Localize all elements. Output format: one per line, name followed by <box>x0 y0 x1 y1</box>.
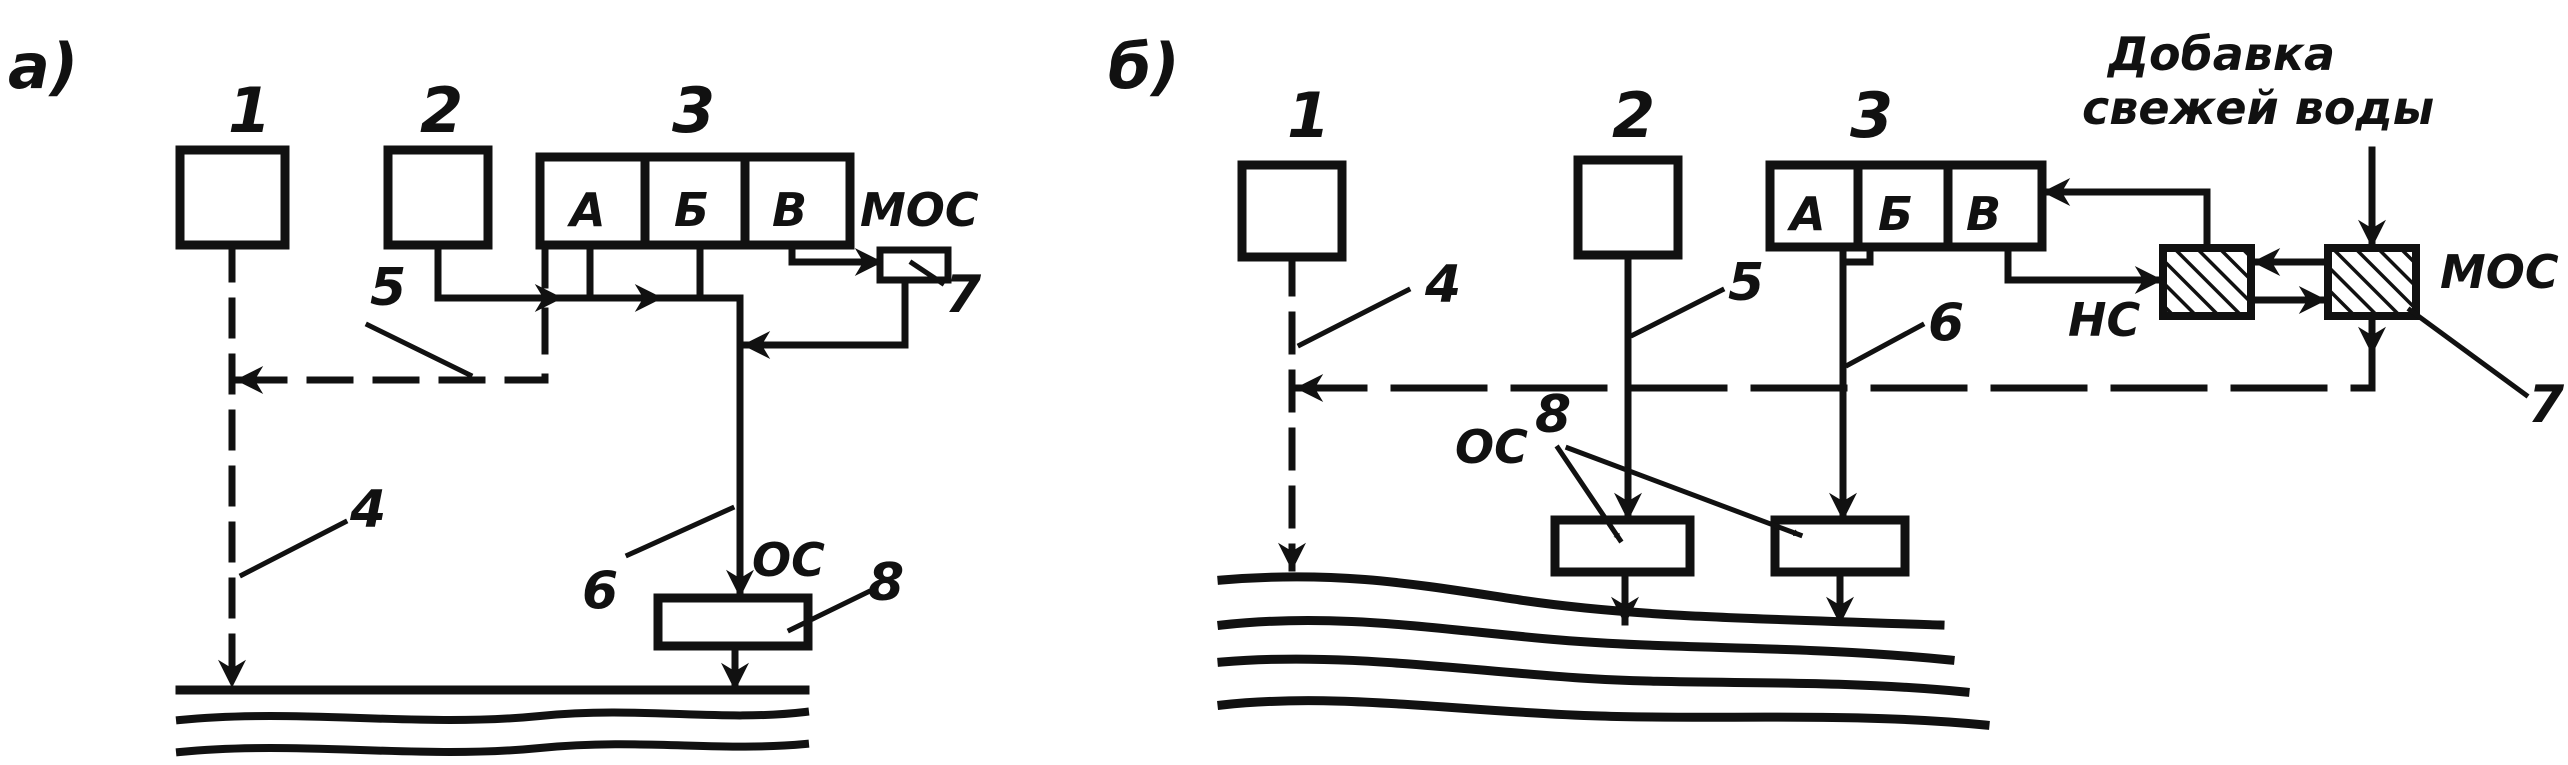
leader-8-b <box>1564 444 1804 539</box>
mos-unit-7 <box>2324 244 2420 320</box>
leader-7 <box>2406 306 2530 399</box>
unit-v: В <box>1966 187 2001 241</box>
leader-8 <box>786 588 872 634</box>
mos-label: МОС <box>2440 245 2559 299</box>
label-5: 5 <box>1728 253 1764 313</box>
line-to-mos <box>788 241 884 276</box>
leader-4 <box>1296 286 1412 349</box>
return-line-5 <box>266 241 549 384</box>
mos-return <box>741 276 909 359</box>
label-1: 1 <box>1287 79 1330 152</box>
source-2-box <box>1573 155 1683 260</box>
os-treatment-8 <box>653 593 813 651</box>
source-3-box <box>535 152 855 250</box>
ns-label: НС <box>2068 293 2140 347</box>
leader-4 <box>238 518 349 579</box>
panel-a-label: а) <box>8 30 78 103</box>
leader-5 <box>1629 286 1726 339</box>
label-3: 3 <box>672 74 715 147</box>
label-6: 6 <box>582 561 618 621</box>
os-label: ОС <box>1455 420 1528 474</box>
source-2-box <box>383 145 493 250</box>
unit-b: Б <box>674 183 709 237</box>
leader-6 <box>1844 321 1926 369</box>
os-label: ОС <box>752 533 825 587</box>
line-to-ns <box>2004 243 2164 294</box>
leader-7 <box>908 259 946 287</box>
label-2: 2 <box>420 74 463 147</box>
main-line-6 <box>656 294 754 599</box>
unit-v: В <box>772 183 807 237</box>
label-3: 3 <box>1850 79 1893 152</box>
water-body-a <box>175 685 810 757</box>
label-7: 7 <box>2528 375 2565 435</box>
label-4: 4 <box>349 480 386 540</box>
collector-from-2 <box>434 241 564 312</box>
panel-b-label: б) <box>1108 30 1180 103</box>
label-8: 8 <box>1535 385 1571 445</box>
leader-5 <box>364 321 474 379</box>
leader-6 <box>624 504 736 559</box>
panel-a: а) 1 2 3 5 4 7 6 8 МОС ОС А Б В <box>8 30 982 757</box>
unit-b: Б <box>1878 187 1913 241</box>
unit-a: А <box>1787 187 1826 241</box>
os-treatment-b <box>1770 515 1910 577</box>
ns-return-to-v <box>2041 178 2211 252</box>
water-body-b <box>1217 572 1990 730</box>
fresh-water-label-line2: свежей воды <box>2082 81 2434 135</box>
mos-label: МОС <box>860 183 979 237</box>
unit-a: А <box>567 183 606 237</box>
source-1-box <box>175 145 290 250</box>
source-3-box <box>1765 160 2047 252</box>
label-8: 8 <box>868 553 904 613</box>
leader-8-a <box>1554 444 1624 544</box>
os-treatment-a <box>1550 515 1695 577</box>
label-1: 1 <box>228 74 271 147</box>
source-1-box <box>1237 160 1347 262</box>
ns-unit <box>2159 244 2255 320</box>
label-4: 4 <box>1424 255 1461 315</box>
label-6: 6 <box>1928 293 1964 353</box>
drop-b <box>1839 243 1874 266</box>
fresh-water-label-line1: Добавка <box>2106 27 2335 81</box>
panel-b: б) 1 2 3 4 5 6 8 7 ОС НС МОС Добавка све… <box>1108 27 2565 730</box>
label-5: 5 <box>370 258 406 318</box>
label-2: 2 <box>1612 79 1655 152</box>
